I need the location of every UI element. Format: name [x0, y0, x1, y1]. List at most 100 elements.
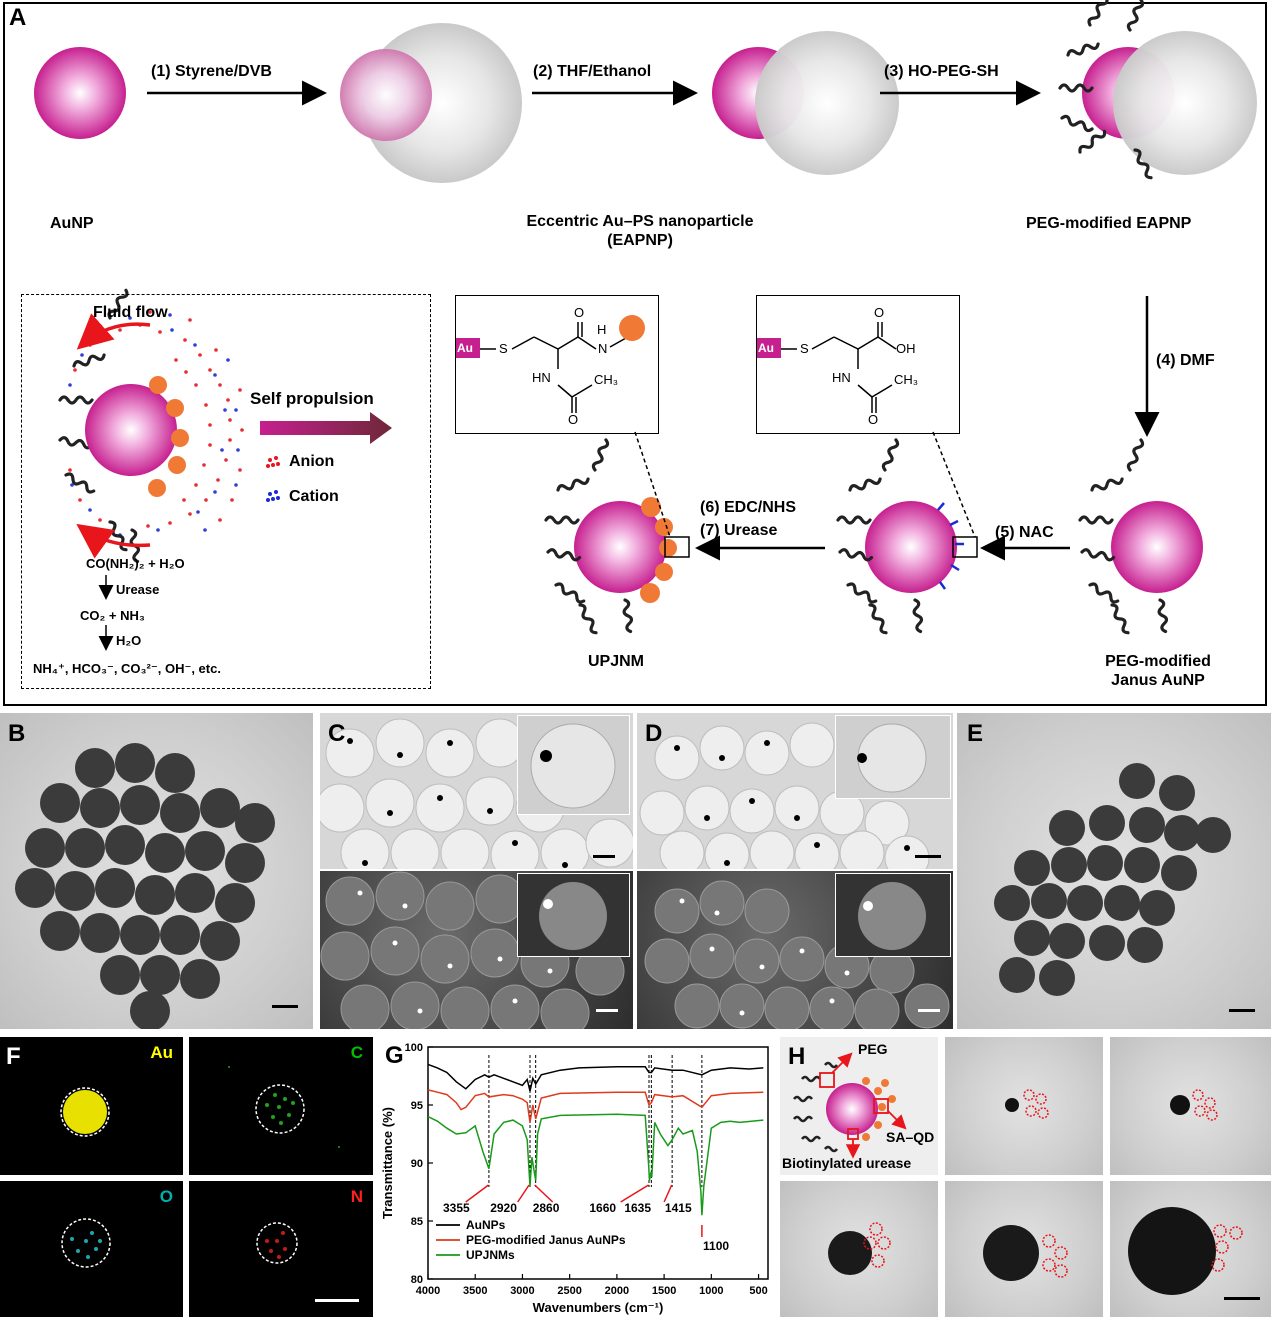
scale-bar-c-top: [593, 855, 615, 858]
panel-f-map-au: Au: [0, 1037, 183, 1175]
annotation-arrow: [517, 1184, 530, 1203]
x-tick-label: 2500: [557, 1285, 581, 1297]
anion-label: Anion: [289, 453, 335, 470]
panel-h-tem-2: [1110, 1037, 1271, 1175]
chem-ch3-2: CH₃: [894, 372, 919, 387]
panel-f-map-c: C: [189, 1037, 373, 1175]
chem-au-2: Au: [758, 341, 774, 355]
scale-bar-d-bottom: [918, 1009, 940, 1012]
scale-bar-f: [315, 1299, 359, 1302]
panel-label-e: E: [967, 720, 984, 747]
legend-label-2: UPJNMs: [466, 1248, 515, 1262]
annotation-label: 1415: [665, 1201, 692, 1215]
label-peg-eapnp: PEG-modified EAPNP: [1026, 215, 1192, 232]
chem-hn-2: HN: [832, 370, 851, 385]
series-line-1: [427, 1089, 764, 1123]
step-6-label: (6) EDC/NHS: [700, 499, 797, 516]
panel-c-inset-sem: [517, 873, 630, 957]
panel-c-sem: [320, 871, 633, 1029]
chem-structure-urease: [480, 322, 627, 413]
panel-f-map-n: N: [189, 1181, 373, 1317]
label-eapnp: Eccentric Au–PS nanoparticle (EAPNP): [450, 212, 830, 250]
annotation-label: 1660: [589, 1201, 616, 1215]
y-tick-label: 90: [411, 1158, 423, 1170]
chem-au-1: Au: [457, 341, 473, 355]
panel-e-tem: [957, 713, 1271, 1029]
panel-h-tem-4: [945, 1181, 1103, 1317]
y-axis-label: Transmittance (%): [380, 1107, 395, 1219]
chem-o-2: O: [874, 305, 885, 320]
panel-c-inset-tem: [517, 715, 630, 815]
chem-oh-2: OH: [896, 341, 916, 356]
chem-structure-nac: [781, 322, 897, 413]
panel-f-map-o: O: [0, 1181, 183, 1317]
x-tick-label: 500: [749, 1285, 767, 1297]
panel-label-a: A: [9, 4, 27, 31]
urease-blob: [619, 315, 645, 341]
legend-label-1: PEG-modified Janus AuNPs: [466, 1233, 626, 1247]
annotation-arrow: [663, 1184, 673, 1203]
panel-d-inset-tem: [835, 715, 951, 799]
chem-h-1: H: [597, 322, 607, 337]
equation-line-2: CO₂ + NH₃: [80, 608, 145, 623]
x-tick-label: 1000: [699, 1285, 723, 1297]
equation-urease: Urease: [116, 582, 160, 597]
chem-hn-1: HN: [532, 370, 551, 385]
step-2-label: (2) THF/Ethanol: [533, 63, 652, 80]
step-5-label: (5) NAC: [995, 524, 1054, 541]
step-7-label: (7) Urease: [700, 522, 778, 539]
map-label-o: O: [159, 1187, 173, 1206]
label-aunp: AuNP: [50, 215, 94, 232]
panel-label-c: C: [328, 720, 346, 747]
annotation-label: 2860: [533, 1201, 560, 1215]
panel-d-sem: [637, 871, 953, 1029]
panel-label-b: B: [8, 720, 26, 747]
chem-ch3-1: CH₃: [594, 372, 619, 387]
annotation-arrow: [620, 1184, 649, 1203]
chem-box-nac: [756, 295, 960, 434]
map-label-c: C: [350, 1043, 363, 1062]
x-tick-label: 4000: [416, 1285, 440, 1297]
scale-bar-b: [272, 1005, 298, 1008]
legend-label-0: AuNPs: [466, 1218, 506, 1232]
panel-a-frame: [3, 2, 1267, 706]
equation-line-3: NH₄⁺, HCO₃⁻, CO₃²⁻, OH⁻, etc.: [33, 661, 221, 676]
aunp-particle: [34, 47, 126, 139]
cation-label: Cation: [289, 488, 339, 505]
label-upjnm: UPJNM: [588, 653, 645, 670]
map-label-n: N: [350, 1187, 363, 1206]
annotation-label: 1100: [703, 1239, 729, 1253]
series-line-0: [427, 1063, 764, 1092]
annotation-label: 3355: [443, 1201, 470, 1215]
step-3-label: (3) HO-PEG-SH: [884, 63, 999, 80]
label-biotin-urease: Biotinylated urease: [782, 1155, 912, 1171]
panel-label-f: F: [6, 1043, 21, 1070]
label-peg-janus-line1: PEG-modified: [1105, 653, 1211, 670]
chem-box-urease: [455, 295, 659, 434]
label-peg-h: PEG: [858, 1041, 888, 1057]
series-line-2: [427, 1113, 764, 1216]
panel-h-tem-5: [1110, 1181, 1271, 1317]
map-label-au: Au: [150, 1043, 173, 1062]
panel-d-tem: [637, 713, 953, 869]
panel-e-particles: [994, 763, 1231, 996]
panel-h-tem-1: [945, 1037, 1103, 1175]
panel-label-g: G: [385, 1042, 404, 1069]
panel-a-schematic: [34, 0, 1257, 651]
y-tick-label: 100: [405, 1042, 423, 1054]
x-tick-label: 3000: [510, 1285, 534, 1297]
y-tick-label: 80: [411, 1274, 423, 1286]
inset-ion-cloud: [57, 287, 280, 651]
fluid-flow-label: Fluid flow: [93, 304, 168, 321]
chem-s-2: S: [800, 341, 809, 356]
mechanism-inset: [21, 294, 431, 689]
self-propulsion-label: Self propulsion: [250, 389, 374, 408]
equation-line-1: CO(NH₂)₂ + H₂O: [86, 556, 185, 571]
panel-c-tem: [320, 713, 633, 869]
label-sa-qd: SA–QD: [886, 1129, 935, 1145]
chem-o-1: O: [574, 305, 585, 320]
scale-bar-c-bottom: [596, 1009, 618, 1012]
x-tick-label: 2000: [605, 1285, 629, 1297]
panel-b-particles: [15, 743, 275, 1029]
